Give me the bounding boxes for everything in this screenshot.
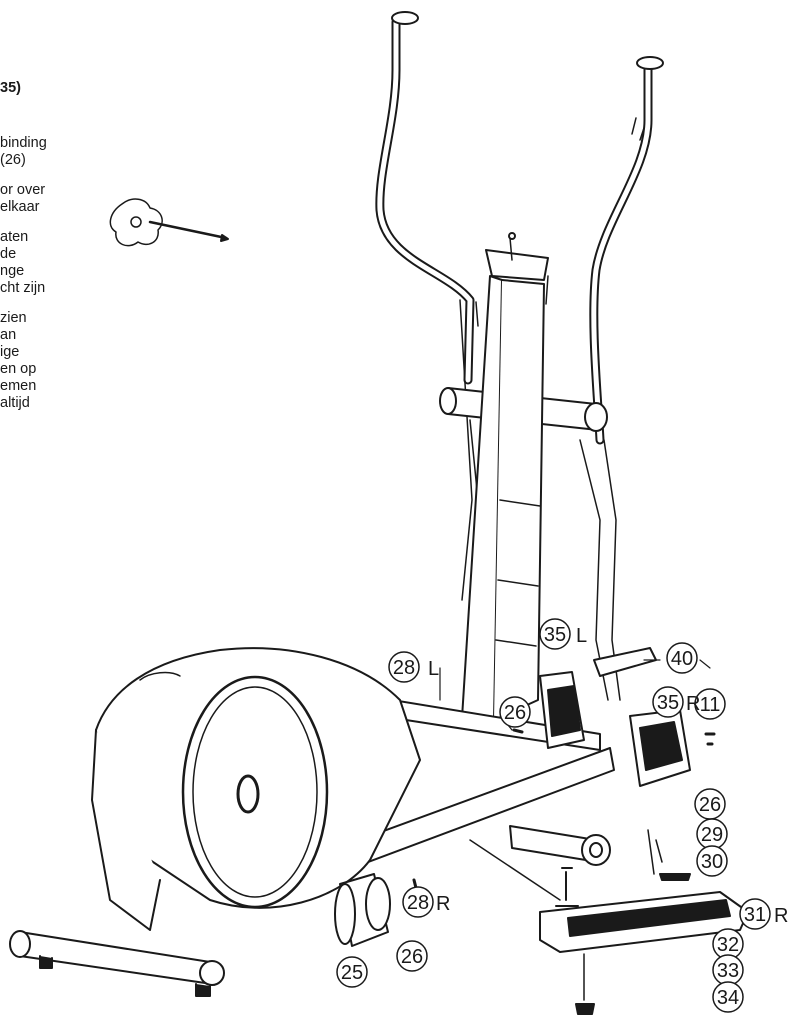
cover-cap-35L: [539, 671, 585, 749]
para4-line2: an: [0, 327, 17, 343]
instruction-text-column: 35) binding (26) or over elkaar aten de …: [0, 80, 92, 412]
label-35L: 35: [544, 624, 566, 646]
para2-line1: or over: [0, 182, 46, 198]
label-29: 29: [701, 824, 723, 846]
para4-line6: altijd: [0, 395, 30, 411]
para3-line2: de: [0, 246, 17, 262]
cover-cap-35R: [629, 709, 691, 787]
callout-35R-circle: [652, 686, 684, 718]
label-35L-suffix: L: [576, 625, 587, 647]
callout-28L-circle: [388, 651, 420, 683]
label-35R-suffix: R: [686, 693, 700, 715]
callout-35L-circle: [539, 618, 571, 650]
label-26a: 26: [504, 702, 526, 724]
label-32: 32: [717, 934, 739, 956]
para1-line1: binding: [0, 135, 47, 151]
front-stabilizer: [9, 930, 225, 997]
callouts: [336, 618, 771, 1013]
label-28L-suffix: L: [428, 658, 439, 680]
callout-40-circle: [666, 642, 698, 674]
label-25: 25: [341, 962, 363, 984]
label-26b: 26: [699, 794, 721, 816]
callout-25-circle: [336, 956, 368, 988]
para2-line2: elkaar: [0, 199, 40, 215]
para3-line3: nge: [0, 263, 25, 279]
callout-30-circle: [696, 845, 728, 877]
step-heading: 35): [0, 80, 21, 96]
label-31R: 31: [744, 904, 766, 926]
label-33: 33: [717, 960, 739, 982]
label-28R-suffix: R: [436, 893, 450, 915]
main-mast: [461, 232, 549, 721]
rear-stabilizer: [509, 825, 611, 866]
para3-line1: aten: [0, 229, 29, 245]
label-28R: 28: [407, 892, 429, 914]
pedal-assembly: [469, 829, 749, 1015]
flywheel-housing: [91, 647, 421, 931]
bracket-40: [593, 647, 657, 677]
callout-34-circle: [712, 981, 744, 1013]
roller-wheel-25: [334, 873, 391, 947]
label-40: 40: [671, 648, 693, 670]
label-11: 11: [700, 694, 721, 716]
para3-line4: cht zijn: [0, 280, 46, 296]
callout-28R-circle: [402, 886, 434, 918]
callout-11-circle: [694, 688, 726, 720]
callout-26a-circle: [499, 696, 531, 728]
callout-31R-circle: [739, 898, 771, 930]
para4-line5: emen: [0, 378, 37, 394]
callout-26c-circle: [396, 940, 428, 972]
label-26c: 26: [401, 946, 423, 968]
para4-line1: zien: [0, 310, 27, 326]
allen-key-tool-icon: [109, 198, 229, 247]
label-35R: 35: [657, 692, 679, 714]
callout-labels: 28 L 35 L 40 35 R 11 26 26 29 30 31 R 28…: [341, 624, 789, 1009]
para4-line3: ige: [0, 344, 20, 360]
para4-line4: en op: [0, 361, 37, 377]
label-30: 30: [701, 851, 723, 873]
para1-line2: (26): [0, 152, 26, 168]
label-31R-suffix: R: [774, 905, 788, 927]
label-34: 34: [717, 987, 739, 1009]
label-28L: 28: [393, 657, 415, 679]
